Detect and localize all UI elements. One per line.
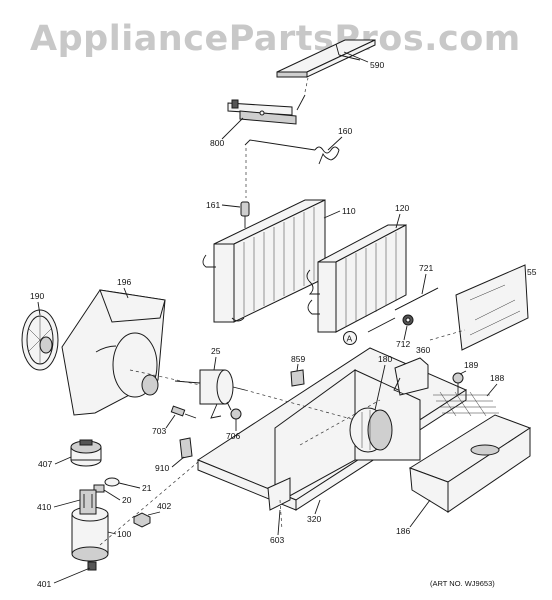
part-fan-clip (226, 401, 242, 420)
part-hex-nut (133, 512, 151, 528)
part-blower-wheel (349, 407, 393, 453)
label-402: 402 (157, 501, 171, 511)
label-186: 186 (396, 526, 410, 536)
part-side-bracket (393, 357, 429, 396)
label-410: 410 (37, 502, 51, 512)
part-control-bracket (227, 77, 309, 125)
label-401: 401 (37, 579, 51, 589)
part-front-housing (408, 414, 532, 513)
part-fan-blade (21, 309, 59, 371)
part-small-block (290, 369, 305, 387)
label-407: 407 (38, 459, 52, 469)
callout-a: A (343, 331, 357, 345)
part-washer (104, 477, 120, 487)
label-590: 590 (370, 60, 384, 70)
label-110: 110 (342, 206, 356, 216)
label-100: 100 (117, 529, 131, 539)
label-800: 800 (210, 138, 224, 148)
callout-a-letter: A (347, 334, 353, 344)
part-spring-clip (93, 484, 105, 493)
part-mesh-grille (433, 391, 499, 417)
label-20: 20 (122, 495, 132, 505)
label-190: 190 (30, 291, 44, 301)
label-603: 603 (270, 535, 284, 545)
label-706: 706 (226, 431, 240, 441)
label-196: 196 (117, 277, 131, 287)
art-number: (ART NO. WJ9653) (430, 579, 495, 588)
label-320: 320 (307, 514, 321, 524)
part-selector-switch (71, 489, 109, 571)
label-160: 160 (338, 126, 352, 136)
label-180: 180 (378, 354, 392, 364)
part-screw (452, 372, 464, 395)
part-fan-shroud (61, 289, 166, 416)
watermark-text: AppliancePartsPros.com (30, 19, 521, 59)
part-sensor-clip (240, 201, 250, 228)
part-top-bracket (276, 39, 376, 78)
part-evaporator-coil (202, 199, 326, 323)
part-mounting-screw (170, 405, 197, 419)
label-360: 360 (416, 345, 430, 355)
label-25: 25 (211, 346, 221, 356)
part-fan-motor (174, 369, 246, 419)
part-access-panel (455, 264, 529, 351)
label-712: 712 (396, 339, 410, 349)
part-small-clip (179, 437, 193, 459)
label-910: 910 (155, 463, 169, 473)
label-721: 721 (419, 263, 433, 273)
part-thermostat-sensor (244, 139, 340, 198)
part-control-knob (70, 439, 102, 467)
part-capillary-tube (367, 287, 439, 333)
label-188: 188 (490, 373, 504, 383)
part-drain-fitting (402, 314, 414, 326)
label-859: 859 (291, 354, 305, 364)
label-55: 55 (527, 267, 537, 277)
label-161: 161 (206, 200, 220, 210)
label-120: 120 (395, 203, 409, 213)
label-21: 21 (142, 483, 152, 493)
label-189: 189 (464, 360, 478, 370)
part-base-bracket (267, 477, 291, 531)
part-condenser-coil (306, 224, 407, 333)
label-703: 703 (152, 426, 166, 436)
